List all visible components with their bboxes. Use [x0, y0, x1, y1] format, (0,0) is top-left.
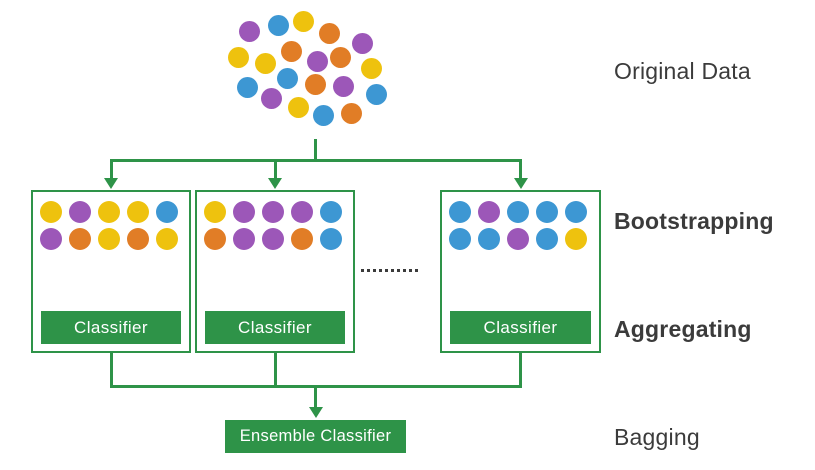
sample-circle — [156, 201, 178, 223]
label-bagging: Bagging — [614, 424, 700, 450]
sample-circle — [565, 228, 587, 250]
dot — [385, 269, 388, 272]
sample-circle — [262, 201, 284, 223]
dot — [409, 269, 412, 272]
connector-top-horizontal — [109, 159, 522, 162]
data-point-circle — [365, 83, 387, 105]
data-point-circle — [292, 10, 314, 32]
classifier-button-1: Classifier — [41, 311, 181, 344]
sample-circle — [262, 228, 284, 250]
data-point-circle — [312, 104, 334, 126]
dot — [391, 269, 394, 272]
classifier-label: Classifier — [483, 317, 558, 337]
sample-circle — [449, 228, 471, 250]
bootstrap-box-3: Classifier — [440, 190, 601, 353]
sample-circle — [127, 228, 149, 250]
sample-circle — [507, 201, 529, 223]
connector-box3-down — [519, 353, 522, 388]
sample-circle — [40, 201, 62, 223]
sample-circle — [69, 228, 91, 250]
data-point-circle — [260, 87, 282, 109]
sample-circle — [507, 228, 529, 250]
classifier-label: Classifier — [238, 317, 312, 337]
sample-circle — [204, 201, 226, 223]
data-point-circle — [329, 46, 351, 68]
connector-arrow2-stem — [273, 159, 277, 179]
sample-circle — [478, 228, 500, 250]
sample-circle — [98, 201, 120, 223]
label-bootstrapping: Bootstrapping — [614, 208, 774, 234]
classifier-label: Classifier — [74, 317, 148, 337]
arrow-down-icon — [104, 178, 118, 189]
connector-box2-down — [273, 353, 277, 388]
label-original-data: Original Data — [614, 58, 751, 84]
dot — [379, 269, 382, 272]
dot — [403, 269, 406, 272]
sample-circle — [127, 201, 149, 223]
bootstrap-sample-circles — [33, 192, 186, 250]
sample-circle — [565, 201, 587, 223]
data-point-circle — [304, 73, 326, 95]
sample-circle — [320, 228, 342, 250]
data-point-circle — [340, 102, 362, 124]
dot — [367, 269, 370, 272]
sample-circle — [536, 228, 558, 250]
sample-circle — [449, 201, 471, 223]
bootstrap-sample-circles — [197, 192, 350, 250]
bootstrap-box-1: Classifier — [31, 190, 191, 353]
data-point-circle — [238, 20, 260, 42]
data-point-circle — [306, 50, 328, 72]
sample-circle — [98, 228, 120, 250]
sample-circle — [478, 201, 500, 223]
arrow-down-icon — [268, 178, 282, 189]
classifier-button-3: Classifier — [450, 311, 591, 344]
connector-ensemble-stem — [314, 385, 317, 408]
data-point-circle — [360, 57, 382, 79]
label-aggregating: Aggregating — [614, 316, 752, 342]
dot — [361, 269, 364, 272]
arrow-down-icon — [308, 407, 323, 418]
connector-box1-down — [109, 353, 113, 388]
data-point-circle — [351, 32, 373, 54]
ensemble-classifier-label: Ensemble Classifier — [239, 427, 392, 445]
ellipsis-dots — [361, 269, 418, 272]
connector-arrow1-stem — [109, 159, 113, 179]
sample-circle — [291, 228, 313, 250]
data-point-circle — [227, 46, 249, 68]
data-point-circle — [332, 75, 354, 97]
dot — [373, 269, 376, 272]
sample-circle — [204, 228, 226, 250]
data-point-circle — [318, 22, 340, 44]
ensemble-classifier-button: Ensemble Classifier — [225, 420, 406, 453]
data-point-circle — [287, 96, 309, 118]
data-point-circle — [267, 14, 289, 36]
sample-circle — [69, 201, 91, 223]
classifier-button-2: Classifier — [205, 311, 345, 344]
sample-circle — [536, 201, 558, 223]
dot — [415, 269, 418, 272]
sample-circle — [233, 201, 255, 223]
bootstrap-box-2: Classifier — [195, 190, 355, 353]
bootstrap-sample-circles — [442, 192, 595, 250]
connector-arrow3-stem — [519, 159, 522, 179]
data-point-circle — [236, 76, 258, 98]
sample-circle — [233, 228, 255, 250]
connector-cluster-stub — [313, 139, 317, 161]
sample-circle — [291, 201, 313, 223]
sample-circle — [40, 228, 62, 250]
arrow-down-icon — [513, 178, 528, 189]
data-point-circle — [254, 52, 276, 74]
sample-circle — [320, 201, 342, 223]
data-point-circle — [280, 40, 302, 62]
sample-circle — [156, 228, 178, 250]
dot — [397, 269, 400, 272]
data-point-circle — [276, 67, 298, 89]
